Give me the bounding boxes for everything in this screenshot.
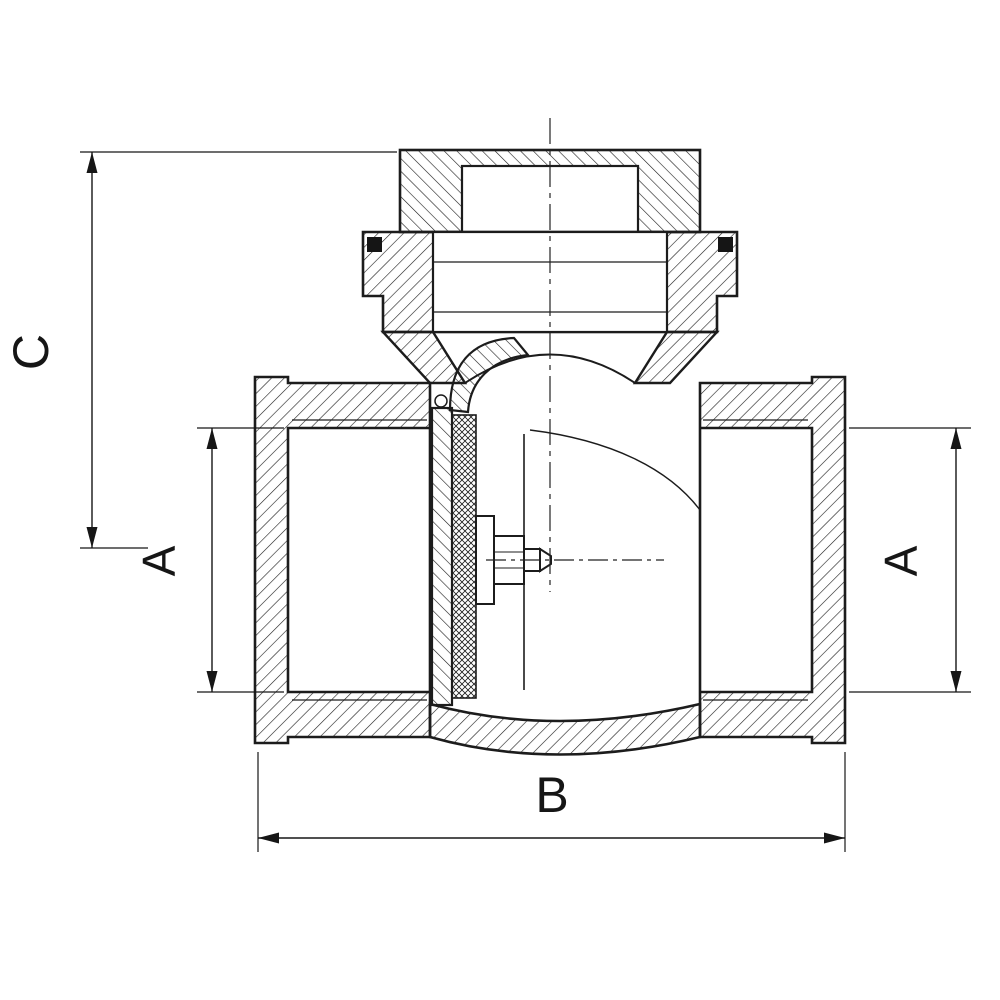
neck-shoulder-right [632, 330, 720, 385]
dim-b-arrow-right [824, 832, 845, 844]
left-port-wall [253, 375, 432, 745]
dim-b-label: B [535, 767, 568, 823]
dimensions: C A A B [3, 151, 971, 852]
dim-a-right-label: A [875, 545, 927, 576]
dim-b-arrow-left [258, 832, 279, 844]
hinge-arm [448, 336, 531, 414]
dimension-b: B [257, 752, 846, 852]
right-port-wall [698, 375, 847, 745]
left-port [253, 375, 432, 745]
dim-a-right-arrow-top [950, 428, 962, 449]
disc-plate [430, 406, 454, 707]
dimension-c: C [3, 151, 397, 549]
dim-a-right-arrow-bottom [950, 671, 962, 692]
swing-disc-assembly [430, 336, 552, 707]
centerlines [486, 118, 664, 592]
rubber-seal [451, 414, 477, 699]
dimension-a-right: A [849, 427, 971, 693]
chamber-contour-line [529, 429, 701, 511]
neck-shoulder-left [380, 330, 468, 385]
dim-c-label: C [3, 334, 59, 370]
dim-c-arrow-bottom [86, 527, 98, 548]
dim-a-left-arrow-top [206, 428, 218, 449]
dimension-a-left: A [133, 427, 284, 693]
o-ring-left [367, 237, 382, 252]
right-port [698, 375, 847, 745]
body-bottom-wall [428, 702, 702, 756]
dim-c-arrow-top [86, 152, 98, 173]
o-ring-right [718, 237, 733, 252]
hinge-pin [434, 394, 448, 408]
dim-a-left-label: A [133, 545, 185, 576]
dim-a-left-arrow-bottom [206, 671, 218, 692]
